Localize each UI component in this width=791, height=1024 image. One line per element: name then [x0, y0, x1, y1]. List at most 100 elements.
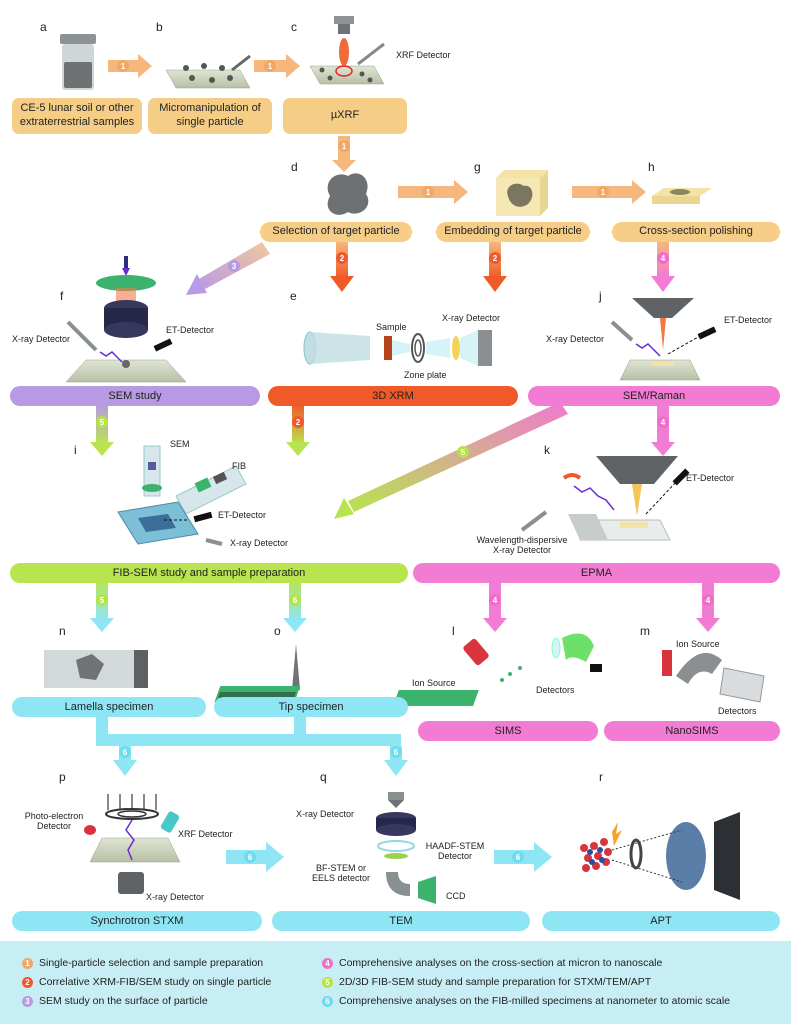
samples-box: CE-5 lunar soil or other extraterrestria…: [12, 98, 142, 134]
legend-badge-1: 1: [22, 957, 33, 969]
legend-item-5: 5 2D/3D FIB-SEM study and sample prepara…: [322, 976, 651, 988]
legend-badge-5: 5: [322, 976, 333, 988]
sims-illustration-l: [214, 633, 602, 702]
sem-illustration-f: [65, 256, 187, 383]
sample-label-e: Sample: [376, 322, 407, 332]
et-detector-label-i: ET-Detector: [218, 510, 267, 520]
sims-pill: SIMS: [418, 721, 598, 741]
panel-letter-d: d: [291, 160, 298, 174]
svg-text:4: 4: [661, 254, 666, 263]
zone-plate-label: Zone plate: [404, 370, 447, 380]
uxrf-illustration: [309, 16, 385, 85]
xray-detector-label-e: X-ray Detector: [442, 313, 501, 323]
wds-label: Wavelength-dispersive X-ray Detector: [476, 535, 568, 555]
svg-text:1: 1: [121, 62, 126, 71]
tem-pill: TEM: [272, 911, 530, 931]
lamella-pill: Lamella specimen: [12, 697, 206, 717]
panel-letter-q: q: [320, 770, 327, 784]
arrow-semraman-to-epma: [651, 404, 675, 456]
arrow-embedding-to-xrm: [483, 242, 507, 292]
selection-box: Selection of target particle: [260, 222, 412, 242]
ccd-label: CCD: [446, 891, 466, 901]
polished-section-h: [652, 188, 712, 204]
nanosims-pill: NanoSIMS: [604, 721, 780, 741]
arrow-selection-to-sem: [186, 242, 270, 295]
photoelectron-label: Photo-electron Detector: [24, 811, 84, 831]
xrm-pill: 3D XRM: [268, 386, 518, 406]
panel-letter-e: e: [290, 289, 297, 303]
legend-item-4: 4 Comprehensive analyses on the cross-se…: [322, 957, 662, 969]
svg-text:2: 2: [296, 418, 301, 427]
legend-item-3: 3 SEM study on the surface of particle: [22, 995, 208, 1007]
xray-detector-label-f: X-ray Detector: [12, 334, 71, 344]
svg-text:5: 5: [100, 418, 105, 427]
svg-text:5: 5: [100, 596, 105, 605]
panel-letter-f: f: [60, 289, 64, 303]
micromanipulation-box: Micromanipulation of single particle: [148, 98, 272, 134]
panel-letter-o: o: [274, 624, 281, 638]
particle-d: [327, 173, 369, 215]
et-detector-label-j: ET-Detector: [724, 315, 773, 325]
legend-item-2: 2 Correlative XRM-FIB/SEM study on singl…: [22, 976, 271, 988]
arrow-a-to-b: [108, 54, 152, 78]
panel-letter-i: i: [74, 443, 77, 457]
legend-text-2: Correlative XRM-FIB/SEM study on single …: [39, 976, 272, 988]
svg-text:6: 6: [394, 748, 399, 757]
panel-letter-c: c: [291, 20, 297, 34]
polishing-box: Cross-section polishing: [612, 222, 780, 242]
panel-letter-a: a: [40, 20, 47, 34]
stxm-pill: Synchrotron STXM: [12, 911, 262, 931]
arrow-b-to-c: [254, 54, 300, 78]
fib-sem-pill: FIB-SEM study and sample preparation: [10, 563, 408, 583]
svg-text:4: 4: [661, 418, 666, 427]
svg-text:6: 6: [123, 748, 128, 757]
svg-text:2: 2: [493, 254, 498, 263]
legend-text-4: Comprehensive analyses on the cross-sect…: [339, 957, 663, 969]
detectors-label-m: Detectors: [718, 706, 757, 716]
arrow-sem-to-fib: [90, 404, 114, 456]
lamella-illustration-n: [44, 650, 148, 688]
xray-detector-label-j: X-ray Detector: [546, 334, 605, 344]
tem-illustration-q: [376, 792, 436, 904]
fib-label-i: FIB: [232, 461, 247, 471]
legend-badge-4: 4: [322, 957, 333, 969]
sem-raman-pill: SEM/Raman: [528, 386, 780, 406]
haadf-label: HAADF-STEM Detector: [425, 841, 485, 861]
legend-text-6: Comprehensive analyses on the FIB-milled…: [339, 995, 731, 1007]
legend-badge-2: 2: [22, 976, 33, 988]
svg-text:1: 1: [342, 142, 347, 151]
arrow-xrm-to-fib: [286, 404, 310, 456]
svg-text:3: 3: [232, 262, 237, 271]
xray-detector-label-i: X-ray Detector: [230, 538, 289, 548]
svg-text:2: 2: [340, 254, 345, 263]
xray-detector-label-p: X-ray Detector: [146, 892, 205, 902]
sample-vial-illustration: [60, 34, 96, 90]
arrow-polishing-to-j: [651, 242, 675, 292]
panel-letter-p: p: [59, 770, 66, 784]
tip-pill: Tip specimen: [214, 697, 408, 717]
panel-letter-h: h: [648, 160, 655, 174]
ion-source-label-m: Ion Source: [676, 639, 720, 649]
fibsem-illustration-i: [117, 445, 247, 546]
svg-text:4: 4: [493, 596, 498, 605]
tip-illustration-o: [292, 644, 300, 690]
svg-text:6: 6: [293, 596, 298, 605]
legend-badge-6: 6: [322, 995, 333, 1007]
legend-text-1: Single-particle selection and sample pre…: [39, 957, 264, 969]
et-detector-label-f: ET-Detector: [166, 325, 215, 335]
apt-pill: APT: [542, 911, 780, 931]
svg-text:1: 1: [268, 62, 273, 71]
xrf-detector-label-p: XRF Detector: [178, 829, 233, 839]
ion-source-label-l: Ion Source: [412, 678, 456, 688]
svg-text:4: 4: [706, 596, 711, 605]
panel-letter-j: j: [599, 289, 602, 303]
et-detector-label-k: ET-Detector: [686, 473, 735, 483]
svg-text:6: 6: [248, 853, 253, 862]
svg-text:6: 6: [516, 853, 521, 862]
panel-letter-l: l: [452, 624, 455, 638]
xray-detector-label-q: X-ray Detector: [296, 809, 355, 819]
embedding-box: Embedding of target particle: [436, 222, 590, 242]
particle-plate-b: [165, 54, 251, 89]
connector-specimens: [96, 716, 408, 776]
